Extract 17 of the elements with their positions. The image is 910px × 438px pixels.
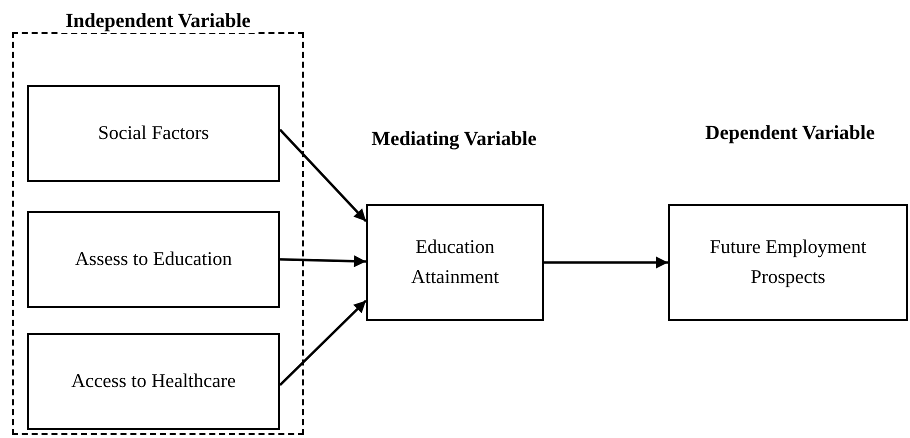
- process-box: [668, 204, 908, 321]
- box-label: Future Employment Prospects: [708, 236, 868, 290]
- arrow: [544, 256, 668, 268]
- box-label: Assess to Education: [74, 248, 234, 272]
- process-box: [366, 204, 544, 321]
- column-heading: Dependent Variable: [705, 122, 875, 144]
- column-heading: Mediating Variable: [371, 128, 536, 150]
- process-box: [27, 333, 280, 430]
- group-heading: Independent Variable: [59, 10, 257, 33]
- box-label: Access to Healthcare: [70, 370, 237, 394]
- arrow: [279, 300, 367, 386]
- arrow: [280, 255, 366, 268]
- process-box: [27, 85, 280, 182]
- arrow: [279, 128, 367, 222]
- box-label: Education Attainment: [410, 236, 500, 290]
- box-label: Social Factors: [96, 122, 210, 146]
- process-box: [27, 211, 280, 308]
